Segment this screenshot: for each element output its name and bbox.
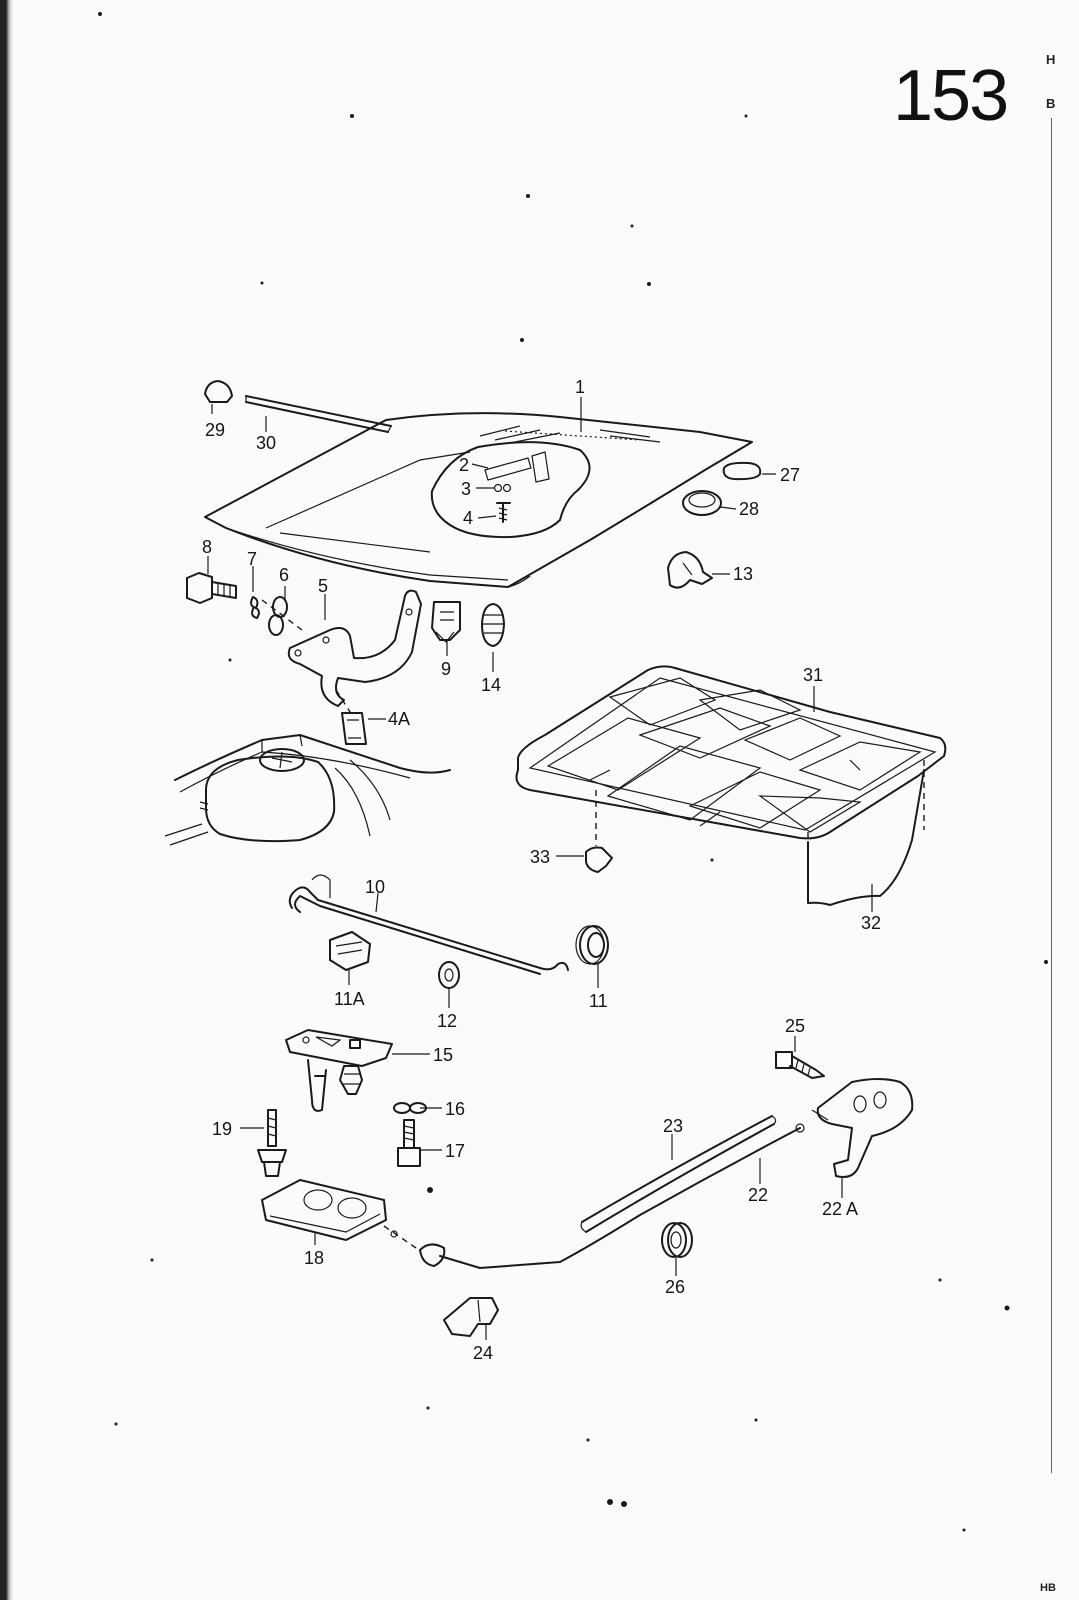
- leader-lines: [207, 397, 873, 1340]
- part-17-bolt: [397, 1119, 421, 1167]
- callout-8: 8: [202, 537, 213, 557]
- callout-6: 6: [279, 565, 290, 585]
- callout-2: 2: [459, 455, 470, 475]
- callout-24: 24: [473, 1343, 494, 1363]
- part-27-bumper: [722, 461, 762, 481]
- part-33-clip: [585, 790, 613, 873]
- part-10-release-rod: [288, 874, 569, 975]
- callout-22a: 22 A: [822, 1199, 859, 1219]
- part-8-bolt: [186, 572, 237, 604]
- callout-30: 30: [256, 433, 277, 453]
- callout-31: 31: [803, 665, 824, 685]
- edge-letter-b: B: [1046, 96, 1056, 111]
- callout-3: 3: [461, 479, 472, 499]
- callout-4: 4: [463, 508, 474, 528]
- scan-specks: [98, 12, 1048, 1532]
- part-7-washer: [250, 596, 260, 619]
- callout-16: 16: [445, 1099, 466, 1119]
- part-12-bushing: [438, 961, 460, 989]
- callout-9: 9: [441, 659, 452, 679]
- part-28-grommet: [682, 490, 722, 516]
- part-23-cable-sleeve: [580, 1115, 777, 1233]
- part-29-cap: [204, 380, 233, 403]
- part-4a-clip: [341, 712, 367, 745]
- page-number: 153: [893, 56, 1009, 136]
- callout-4a: 4A: [388, 709, 411, 729]
- part-11-grommet: [575, 925, 609, 965]
- callout-28: 28: [739, 499, 760, 519]
- callout-14: 14: [481, 675, 502, 695]
- callout-1: 1: [575, 377, 586, 397]
- part-32-body-section: [807, 760, 925, 906]
- part-26-grommet: [661, 1222, 693, 1258]
- part-22-release-cable: [383, 1123, 805, 1269]
- callout-7: 7: [247, 549, 258, 569]
- part-30-seal-strip: [245, 395, 392, 433]
- callout-29: 29: [205, 420, 226, 440]
- callout-33: 33: [530, 847, 551, 867]
- part-24-cable-clip: [443, 1297, 499, 1337]
- callout-26: 26: [665, 1277, 686, 1297]
- part-6-washer: [268, 596, 288, 636]
- callout-13: 13: [733, 564, 754, 584]
- part-18-lock-plate: [261, 1179, 387, 1241]
- callout-23: 23: [663, 1116, 684, 1136]
- edge-letter-h: H: [1046, 52, 1056, 67]
- part-1-hood: [204, 412, 753, 588]
- callout-11: 11: [589, 991, 608, 1011]
- callout-18: 18: [304, 1248, 325, 1268]
- callout-27: 27: [780, 465, 801, 485]
- part-5-hinge: [261, 589, 422, 716]
- part-25-screw: [775, 1051, 825, 1079]
- body-panel-section: [164, 734, 451, 846]
- margin-rule: [1051, 118, 1052, 1473]
- part-9-clip-nut: [431, 601, 461, 643]
- callout-25: 25: [785, 1016, 806, 1036]
- part-31-insulation-mat: [515, 665, 947, 840]
- callout-11a: 11A: [334, 989, 365, 1009]
- callout-17: 17: [445, 1141, 466, 1161]
- callout-32: 32: [861, 913, 882, 933]
- edge-letter-hb: HB: [1040, 1582, 1056, 1594]
- callout-10: 10: [365, 877, 386, 897]
- binding-edge: [0, 0, 13, 1600]
- part-15-hood-lock: [285, 1029, 393, 1112]
- part-19-stud: [257, 1109, 287, 1177]
- callout-22: 22: [748, 1185, 769, 1205]
- part-14-buffer: [481, 603, 505, 647]
- part-22a-release-handle: [811, 1078, 914, 1178]
- callout-19: 19: [212, 1119, 233, 1139]
- callout-15: 15: [433, 1045, 454, 1065]
- part-11a-rod-clip: [329, 931, 371, 971]
- part-13-clip: [667, 551, 713, 589]
- callout-5: 5: [318, 576, 329, 596]
- callout-12: 12: [437, 1011, 458, 1031]
